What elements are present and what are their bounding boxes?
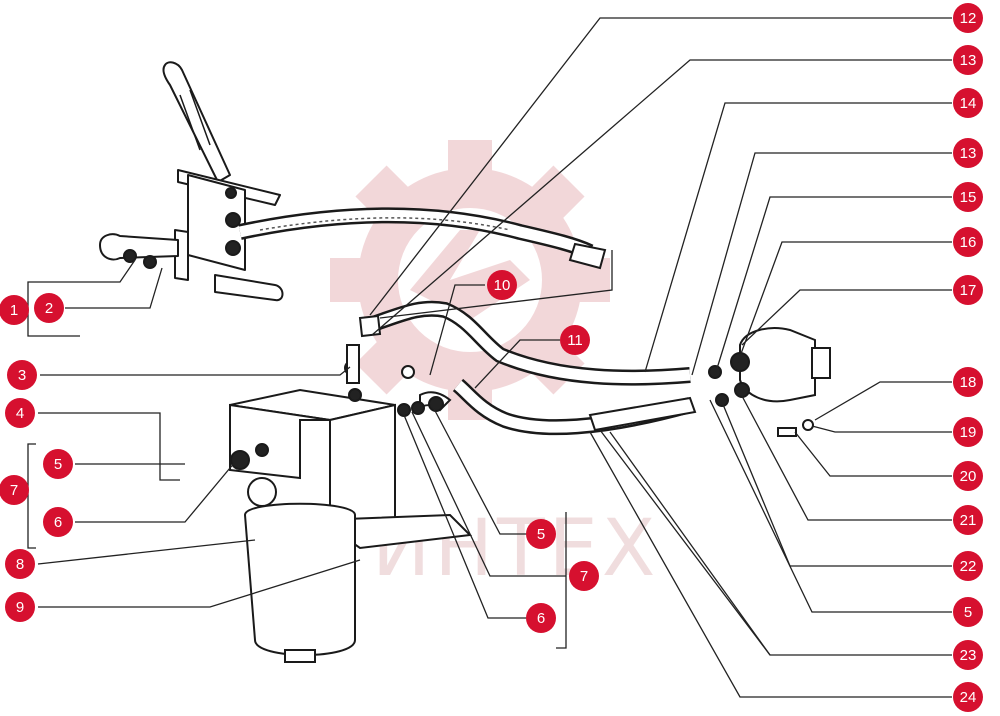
svg-text:15: 15 bbox=[960, 189, 977, 206]
svg-text:2: 2 bbox=[45, 300, 53, 317]
svg-text:13: 13 bbox=[960, 52, 977, 69]
svg-text:21: 21 bbox=[960, 512, 977, 529]
svg-text:22: 22 bbox=[960, 558, 977, 575]
callout-17: 17 bbox=[953, 275, 983, 305]
callout-13-second: 13 bbox=[953, 138, 983, 168]
callout-6-left: 6 bbox=[43, 507, 73, 537]
control-valve-assembly bbox=[99, 61, 284, 302]
callouts: 1 2 3 4 5 7 6 8 9 10 11 5 7 6 12 13 14 1… bbox=[0, 3, 983, 712]
callout-22: 22 bbox=[953, 551, 983, 581]
svg-text:20: 20 bbox=[960, 468, 977, 485]
callout-2: 2 bbox=[34, 293, 64, 323]
callout-7-left: 7 bbox=[0, 475, 29, 505]
svg-text:24: 24 bbox=[960, 689, 977, 706]
callout-4: 4 bbox=[5, 398, 35, 428]
callout-12: 12 bbox=[953, 3, 983, 33]
svg-text:3: 3 bbox=[18, 367, 26, 384]
svg-text:23: 23 bbox=[960, 647, 977, 664]
svg-text:7: 7 bbox=[580, 568, 588, 585]
callout-1: 1 bbox=[0, 295, 29, 325]
svg-text:14: 14 bbox=[960, 95, 977, 112]
svg-text:5: 5 bbox=[964, 604, 972, 621]
callout-23: 23 bbox=[953, 640, 983, 670]
callout-5-center: 5 bbox=[526, 519, 556, 549]
callout-19: 19 bbox=[953, 417, 983, 447]
svg-text:19: 19 bbox=[960, 424, 977, 441]
svg-text:8: 8 bbox=[16, 556, 24, 573]
callout-10: 10 bbox=[487, 270, 517, 300]
callout-5-right: 5 bbox=[953, 597, 983, 627]
callout-14: 14 bbox=[953, 88, 983, 118]
svg-text:6: 6 bbox=[537, 610, 545, 627]
svg-text:10: 10 bbox=[494, 277, 511, 294]
svg-text:6: 6 bbox=[54, 514, 62, 531]
callout-5-left: 5 bbox=[43, 449, 73, 479]
svg-text:7: 7 bbox=[10, 482, 18, 499]
callout-15: 15 bbox=[953, 182, 983, 212]
callout-18: 18 bbox=[953, 367, 983, 397]
svg-text:4: 4 bbox=[16, 405, 24, 422]
svg-text:9: 9 bbox=[16, 599, 24, 616]
callout-7-center: 7 bbox=[569, 561, 599, 591]
callout-9: 9 bbox=[5, 592, 35, 622]
callout-6-center: 6 bbox=[526, 603, 556, 633]
svg-text:5: 5 bbox=[54, 456, 62, 473]
callout-24: 24 bbox=[953, 682, 983, 712]
svg-text:13: 13 bbox=[960, 145, 977, 162]
hydraulic-pump bbox=[708, 327, 831, 437]
middle-hoses bbox=[358, 300, 697, 436]
svg-text:11: 11 bbox=[567, 332, 583, 349]
callout-21: 21 bbox=[953, 505, 983, 535]
svg-text:1: 1 bbox=[10, 302, 18, 319]
svg-text:17: 17 bbox=[960, 282, 977, 299]
callout-3: 3 bbox=[7, 360, 37, 390]
upper-hose bbox=[238, 207, 607, 270]
callout-16: 16 bbox=[953, 227, 983, 257]
leader-lines bbox=[27, 17, 952, 698]
svg-text:16: 16 bbox=[960, 234, 977, 251]
callout-8: 8 bbox=[5, 549, 35, 579]
svg-text:5: 5 bbox=[537, 526, 545, 543]
svg-text:12: 12 bbox=[960, 10, 977, 27]
callout-11: 11 bbox=[560, 325, 590, 355]
svg-text:18: 18 bbox=[960, 374, 977, 391]
callout-20: 20 bbox=[953, 461, 983, 491]
callout-13-top: 13 bbox=[953, 45, 983, 75]
